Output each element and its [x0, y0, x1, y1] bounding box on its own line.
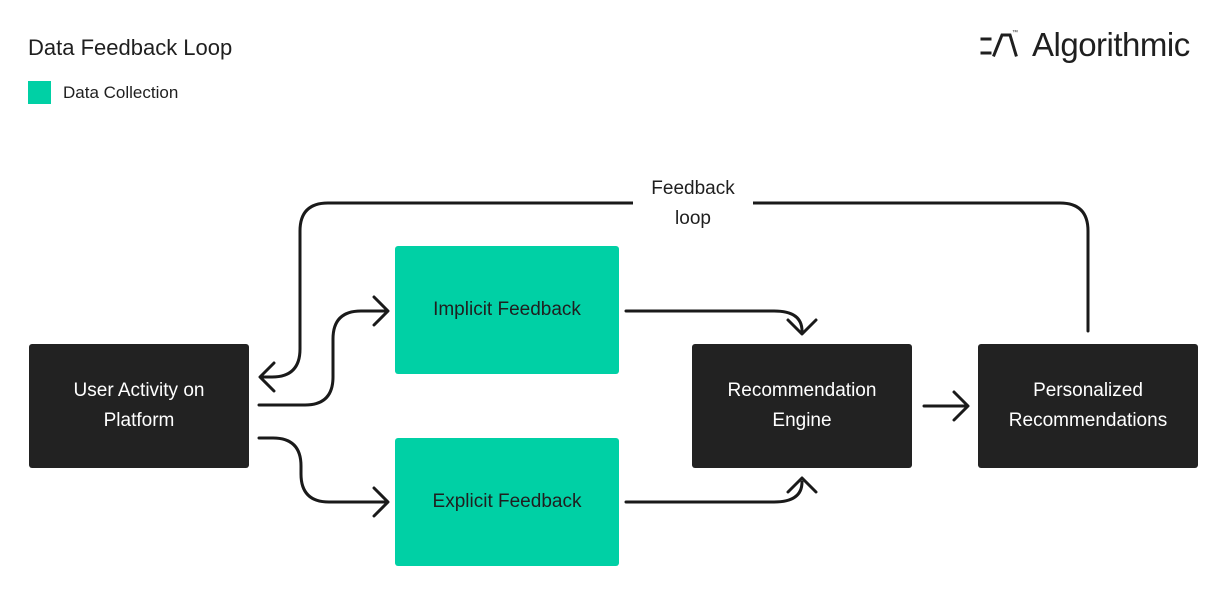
legend-swatch-data-collection — [28, 81, 51, 104]
feedback-loop-label: Feedback loop — [633, 174, 753, 234]
node-user-activity-label: User Activity on Platform — [73, 380, 205, 431]
node-recommendation-engine: Recommendation Engine — [692, 344, 912, 468]
arrowhead-implicit-icon — [372, 295, 390, 327]
arrowhead-user-activity-icon — [258, 361, 276, 393]
node-recommendation-engine-label: Recommendation Engine — [727, 380, 877, 431]
legend: Data Collection — [28, 81, 178, 104]
node-personalized-recommendations: Personalized Recommendations — [978, 344, 1198, 468]
arrowhead-engine-top-icon — [786, 318, 818, 336]
edge-feedback-loop — [260, 201, 1090, 379]
trademark-mark: ™ — [1012, 29, 1018, 36]
arrowhead-explicit-icon — [372, 486, 390, 518]
node-user-activity: User Activity on Platform — [29, 344, 249, 468]
edge-user-to-explicit — [257, 436, 388, 504]
brand-name: Algorithmic — [1032, 26, 1190, 63]
edge-explicit-to-engine — [624, 480, 804, 504]
node-explicit-feedback-label: Explicit Feedback — [432, 491, 582, 512]
edge-implicit-to-engine — [624, 309, 804, 333]
node-explicit-feedback: Explicit Feedback — [395, 438, 619, 566]
brand-logo: ™ Algorithmic — [980, 26, 1190, 64]
page-title: Data Feedback Loop — [28, 35, 233, 60]
arrowhead-engine-bottom-icon — [786, 476, 818, 494]
algorithmic-logo-icon: ™ — [980, 29, 1018, 57]
node-personalized-recommendations-label: Personalized Recommendations — [1008, 380, 1168, 431]
node-implicit-feedback-label: Implicit Feedback — [433, 299, 581, 320]
arrowhead-personalized-icon — [952, 390, 970, 422]
legend-label-data-collection: Data Collection — [63, 82, 179, 102]
node-implicit-feedback: Implicit Feedback — [395, 246, 619, 374]
edge-user-to-implicit — [257, 309, 388, 407]
